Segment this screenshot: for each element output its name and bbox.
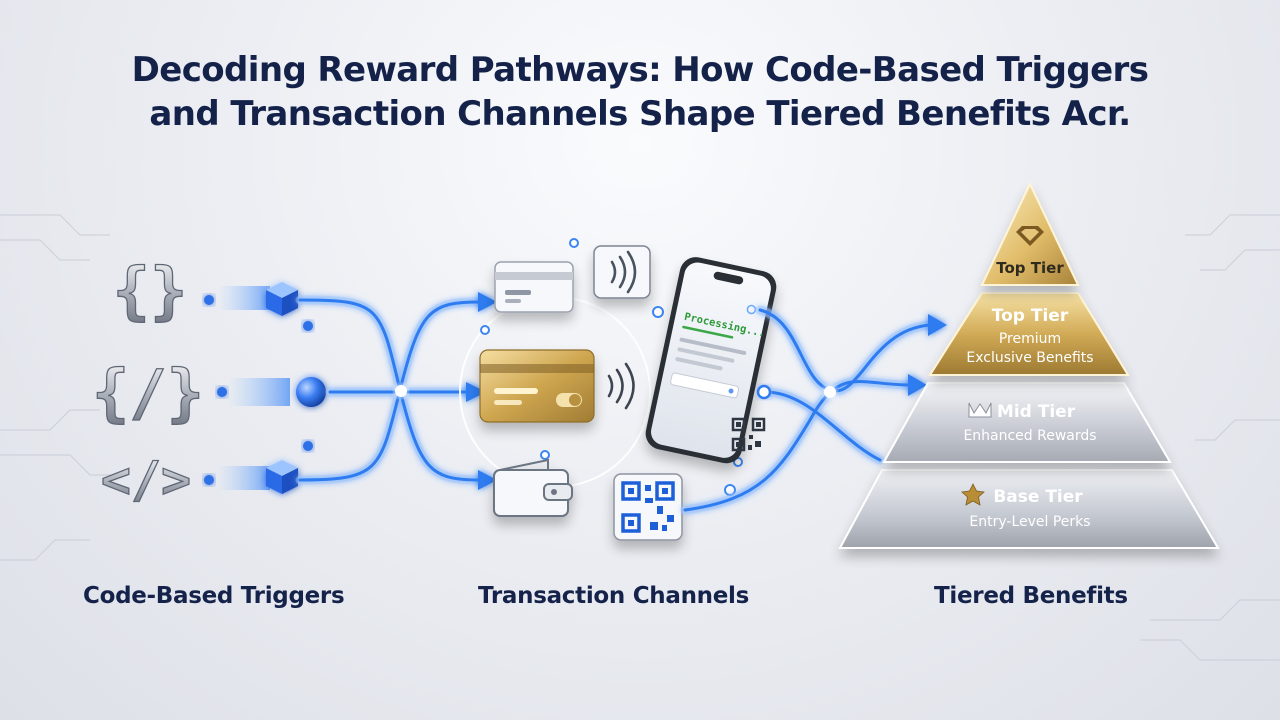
credit-card-icon — [494, 261, 574, 313]
flow-lines-left — [295, 295, 485, 485]
tier-top-name: Top Tier — [992, 306, 1069, 326]
tier-base — [838, 469, 1220, 549]
tier-top — [928, 292, 1130, 376]
tier-base-name: Base Tier — [993, 487, 1083, 507]
tier-base-line1: Entry-Level Perks — [969, 514, 1090, 530]
page-title-line1: Decoding Reward Pathways: How Code-Based… — [131, 50, 1149, 90]
tier-mid — [882, 382, 1172, 463]
qr-code-small-icon — [731, 417, 766, 452]
contactless-waves-icon — [607, 362, 635, 410]
code-tag-icon: </> — [101, 451, 191, 509]
column-label-benefits: Tiered Benefits — [934, 583, 1128, 609]
tier-mid-line1: Enhanced Rewards — [963, 428, 1096, 444]
column-label-channels: Transaction Channels — [478, 583, 749, 609]
wallet-icon — [493, 458, 573, 517]
tier-mid-name: Mid Tier — [997, 402, 1076, 422]
smartphone-icon: Processing... — [645, 257, 777, 464]
trigger-tag: </> — [100, 450, 192, 509]
flow-arrowheads-right — [908, 314, 947, 396]
circuit-traces-right — [1140, 214, 1280, 661]
trigger-streams — [204, 282, 326, 494]
braces-icon: {} — [113, 254, 188, 327]
trigger-braces: {} — [112, 253, 188, 327]
tier-top-line1: Premium — [999, 331, 1061, 347]
data-sphere — [296, 377, 326, 407]
page-title-line2: and Transaction Channels Shape Tiered Be… — [149, 94, 1131, 134]
diamond-icon — [1016, 226, 1044, 246]
trigger-code-slash: {/} — [91, 355, 204, 429]
flow-arrowheads-left — [466, 292, 497, 490]
flow-lines-right — [680, 305, 935, 515]
qr-code-icon — [613, 473, 683, 541]
tier-top-line2: Exclusive Benefits — [966, 350, 1093, 366]
tier-apex-name: Top Tier — [996, 259, 1064, 277]
crown-icon — [968, 402, 992, 418]
page-title: Decoding Reward Pathways: How Code-Based… — [40, 48, 1240, 136]
gold-card-icon — [479, 349, 595, 423]
code-brackets-icon: {/} — [92, 356, 204, 429]
star-icon — [961, 483, 985, 506]
circuit-traces-left — [0, 214, 120, 561]
column-label-triggers: Code-Based Triggers — [83, 583, 345, 609]
data-cube-bottom — [266, 460, 298, 494]
tier-pyramid: Top Tier Top Tier Premium Exclusive Bene… — [838, 181, 1220, 549]
contactless-icon — [593, 245, 651, 299]
data-cube-top — [266, 282, 298, 316]
